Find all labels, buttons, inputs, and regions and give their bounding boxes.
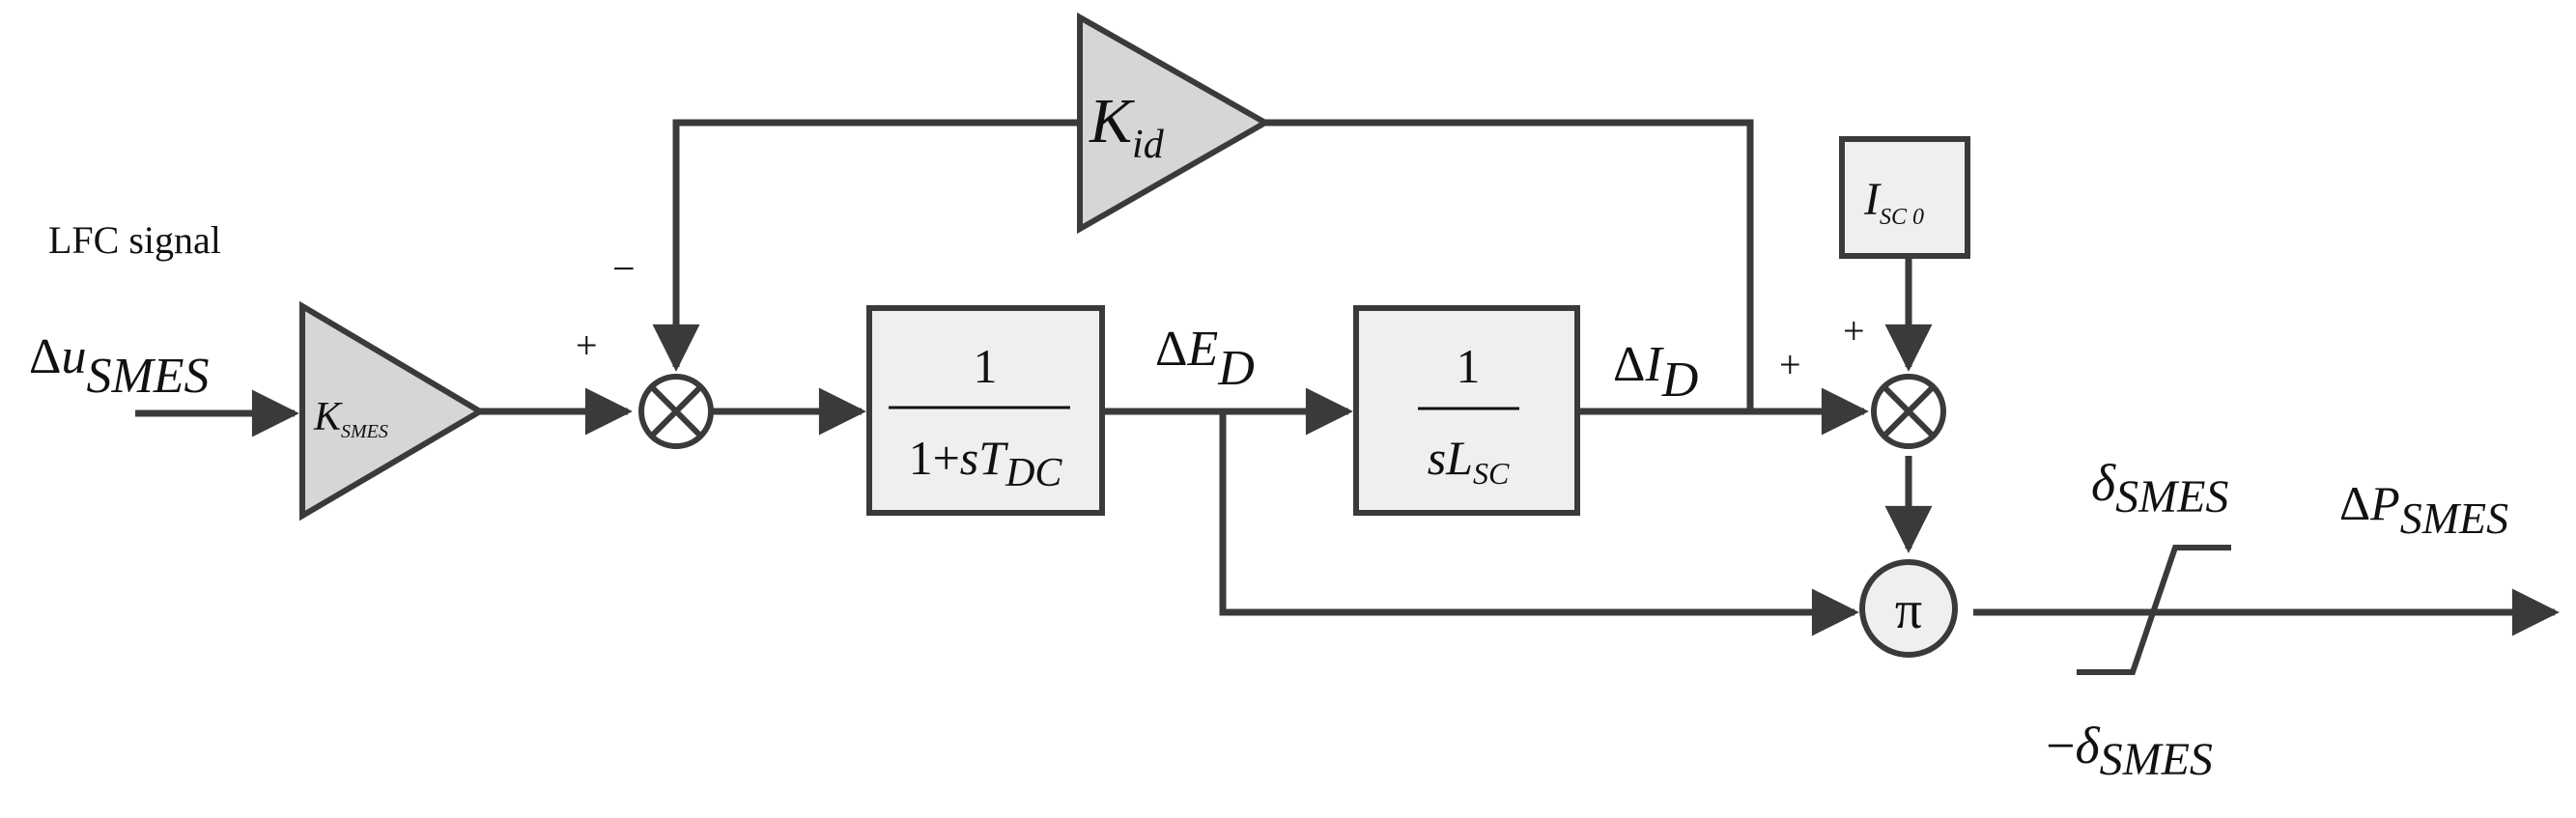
summing-junction-2 [1871,374,1946,449]
svg-text:δSMES: δSMES [2091,454,2228,522]
svg-text:KSMES: KSMES [313,395,388,442]
svg-text:ΔID: ΔID [1613,337,1698,408]
svg-text:ΔED: ΔED [1155,322,1255,396]
output-sub: SMES [2400,494,2508,543]
output-var: P [2369,476,2400,530]
gain-ksmes-var: K [313,395,343,439]
block-dc-numerator: 1 [974,339,998,393]
summer2-top-plus: + [1843,309,1865,353]
signal-ed-delta: Δ [1155,322,1187,377]
gain-kid: Kid [1077,12,1272,235]
block-dc-den-sub: DC [1005,451,1062,495]
block-lsc-den-sub: SC [1473,456,1510,491]
limiter-upper-var: δ [2091,454,2116,512]
input-var: u [61,329,86,384]
gain-kid-sub: id [1132,123,1165,167]
svg-text:ISC 0: ISC 0 [1863,174,1924,230]
block-isc0-var: I [1863,174,1882,225]
signal-id-var: I [1644,337,1664,392]
signal-ed-sub: D [1217,341,1255,396]
block-lsc-den-var: L [1445,431,1473,485]
block-dc-den-prefix: 1+ [909,431,960,485]
block-lsc-den-s: s [1428,431,1446,485]
block-lsc-numerator: 1 [1457,339,1481,393]
limiter-lower-sub: SMES [2100,734,2213,785]
block-dc-den-var: T [978,431,1008,485]
svg-text:sLSC: sLSC [1428,431,1510,491]
signal-ed-var: E [1186,322,1218,377]
wire-kid-to-summer [652,119,1080,372]
svg-text:−δSMES: −δSMES [2046,717,2213,785]
input-sub: SMES [86,349,209,404]
limiter [2077,545,2231,675]
svg-text:1+sTDC: 1+sTDC [909,431,1063,495]
signal-id-sub: D [1661,353,1699,408]
multiplier: π [1859,559,1958,658]
wire-ed-to-multiplier [1219,411,1859,636]
signal-id-delta: Δ [1613,337,1645,392]
block-isc0: ISC 0 [1839,136,1970,259]
block-isc0-sub: SC 0 [1880,205,1924,230]
summing-junction-1 [638,374,714,449]
gain-ksmes: KSMES [299,300,486,522]
summer2-left-plus: + [1779,343,1801,386]
block-dc-den-s: s [960,431,978,485]
summer1-plus-sign: + [576,324,598,367]
input-title: LFC signal [48,218,221,262]
svg-text:ΔPSMES: ΔPSMES [2339,476,2508,543]
svg-text:Kid: Kid [1089,86,1165,167]
gain-ksmes-sub: SMES [341,421,388,442]
gain-kid-var: K [1089,86,1135,156]
block-inductance: 1 sLSC [1353,305,1580,516]
multiplier-symbol: π [1895,580,1922,640]
svg-text:ΔuSMES: ΔuSMES [29,329,210,404]
input-delta: Δ [29,329,61,384]
limiter-lower-var: δ [2075,717,2100,775]
output-delta: Δ [2339,476,2370,530]
limiter-lower-minus: − [2046,717,2075,775]
summer1-minus-sign: − [612,247,636,292]
block-dc-lag: 1 1+sTDC [866,305,1105,516]
limiter-upper-sub: SMES [2115,471,2228,522]
wire-feedback-to-kid [1265,119,1754,411]
